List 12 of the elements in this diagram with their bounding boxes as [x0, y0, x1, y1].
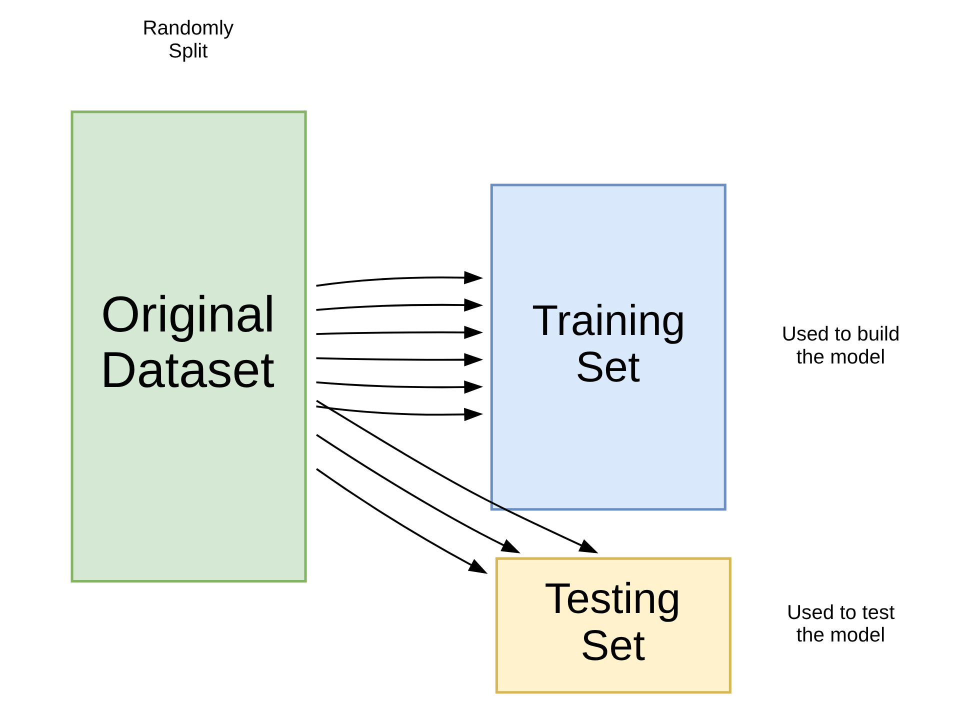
arrow: [316, 468, 488, 574]
node-label: Used to build the model: [782, 324, 900, 368]
arrow: [316, 400, 598, 554]
arrow: [316, 271, 484, 287]
arrow: [316, 406, 484, 422]
arrow: [316, 326, 484, 340]
arrow: [316, 380, 484, 394]
arrow: [316, 353, 484, 366]
label: Randomly Split: [142, 18, 234, 62]
node-label: Used to test the model: [786, 602, 895, 647]
arrow: [316, 434, 521, 554]
arrow: [316, 298, 484, 312]
